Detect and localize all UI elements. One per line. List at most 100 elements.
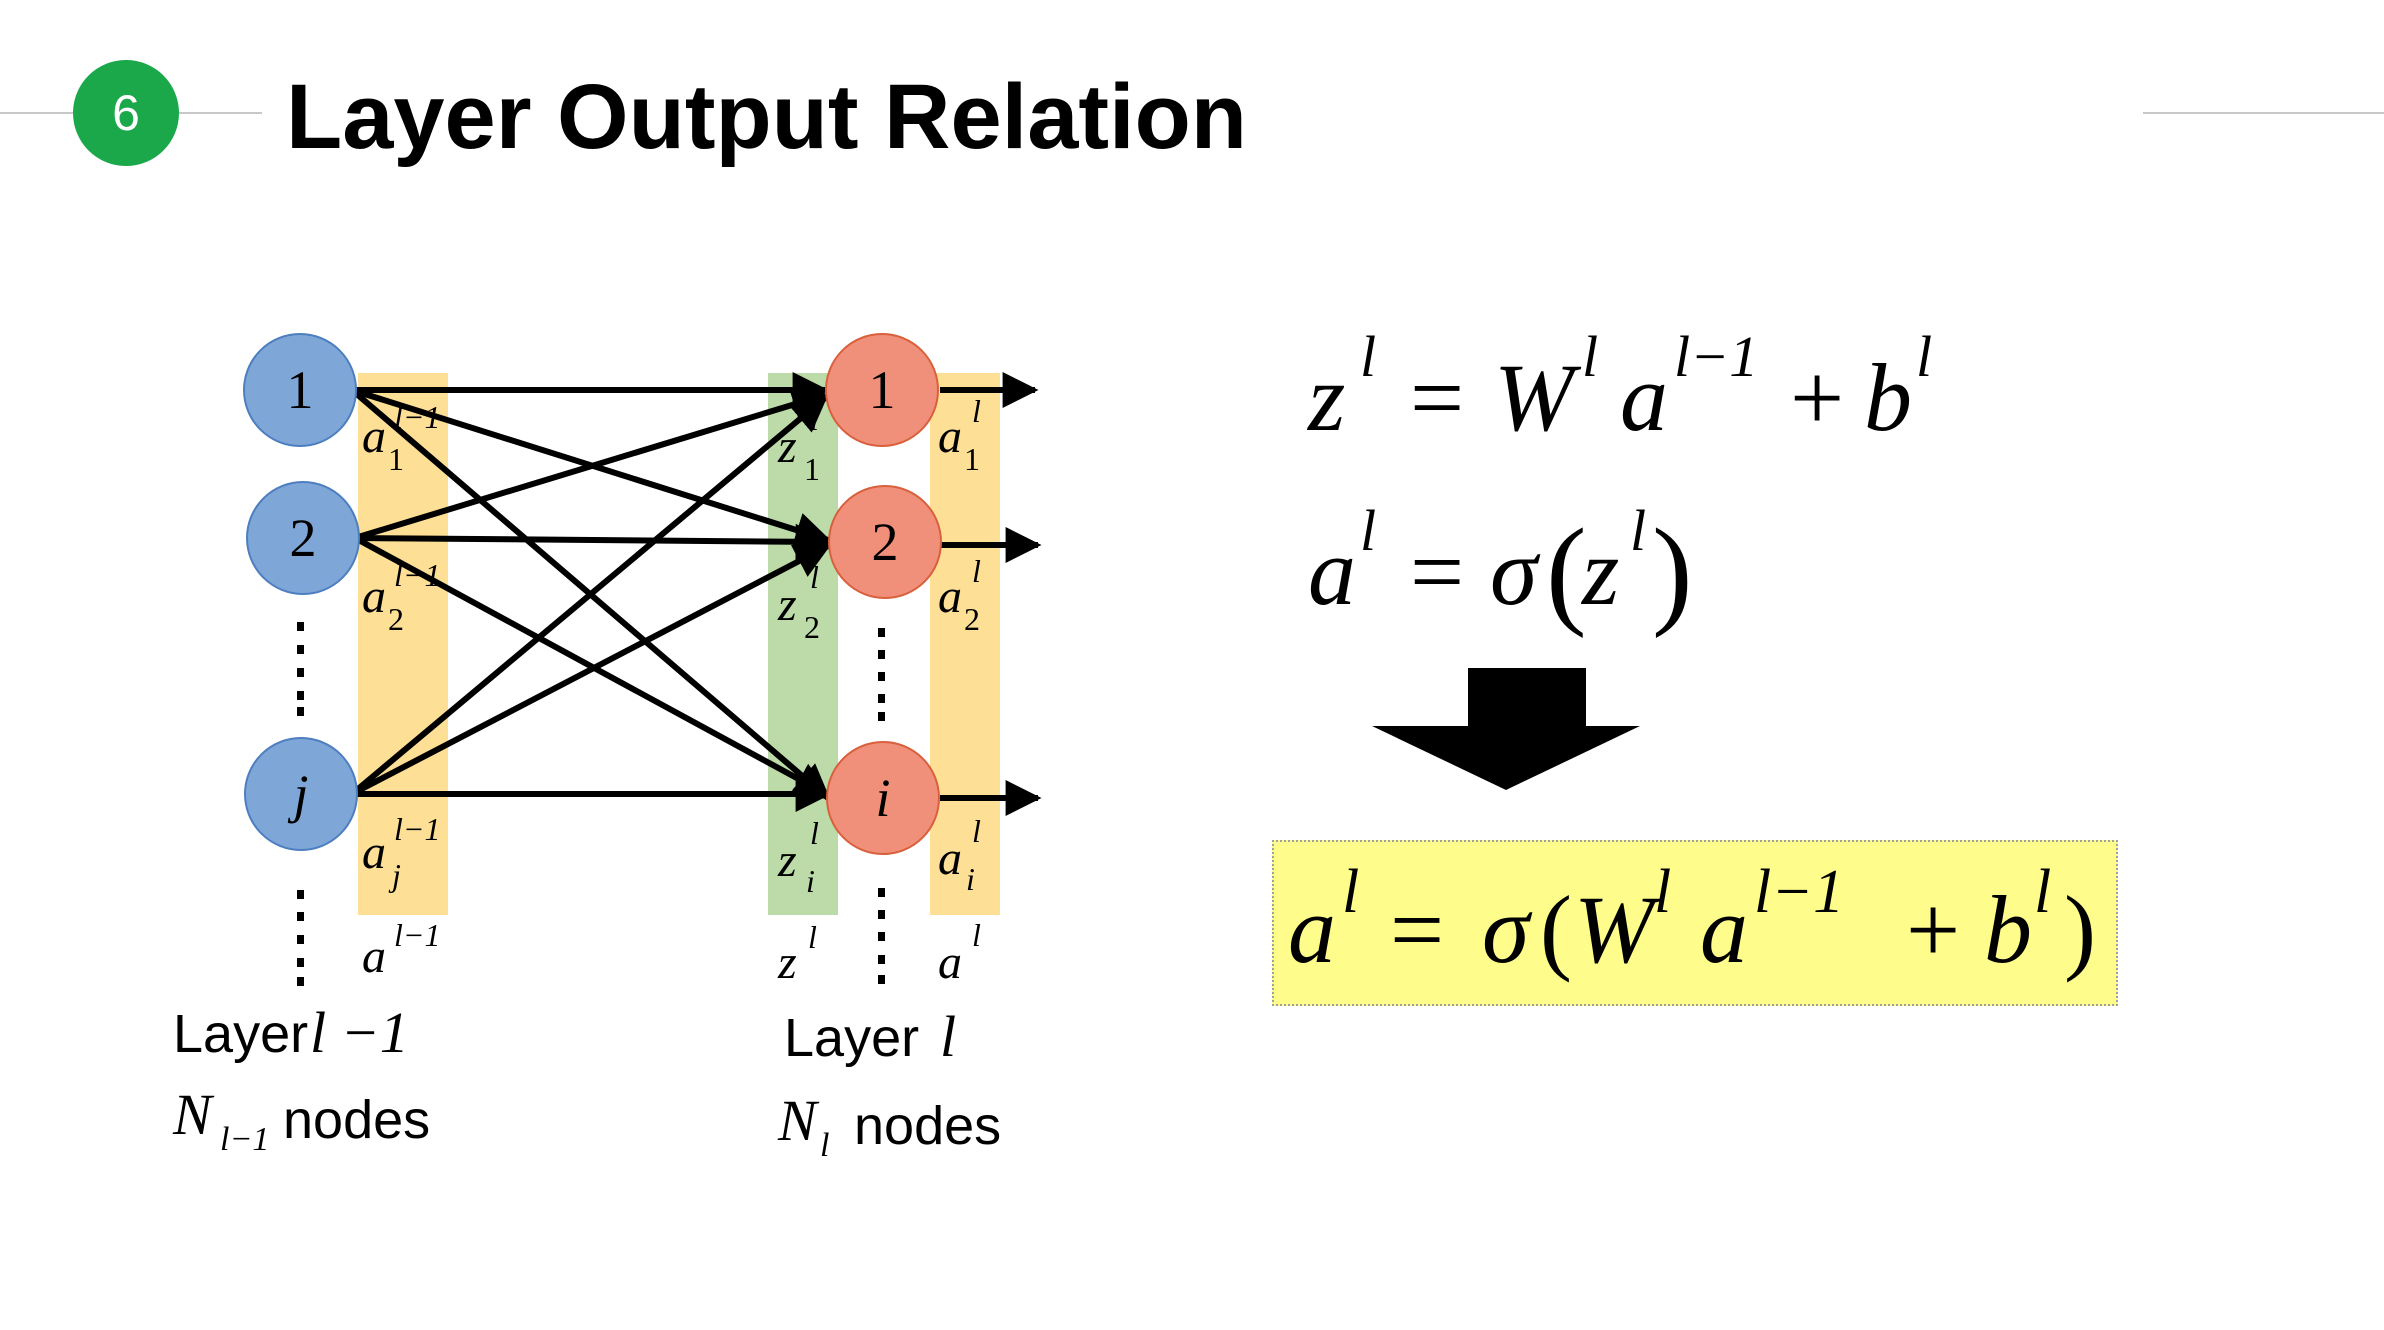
z-i-sup: l [810, 815, 819, 851]
output-z-band [768, 373, 838, 915]
output-a-label-2: a l 2 [938, 553, 981, 637]
output-layer-index: l [940, 1004, 956, 1069]
input-a-1: a [362, 410, 386, 463]
res-equals: = [1390, 876, 1444, 983]
output-a-vector-label: a l [938, 917, 981, 989]
res-a2-sup: l−1 [1754, 858, 1844, 926]
edge-2-1 [354, 387, 829, 541]
input-a-vector: a [362, 930, 386, 983]
res-close-paren: ) [2064, 876, 2096, 983]
eq1-a: a [1620, 344, 1668, 451]
down-arrow-icon [1372, 668, 1640, 790]
eq1-b: b [1864, 344, 1912, 451]
z-vector: z [777, 936, 797, 989]
input-activation-label-j: a l−1 j [362, 811, 440, 893]
out-a-1-sup: l [972, 393, 981, 429]
res-a: a [1288, 876, 1336, 983]
input-node-count: N l−1 nodes [172, 1082, 430, 1158]
eq1-z: z [1306, 344, 1345, 451]
z-2: z [777, 578, 797, 631]
res-b-sup: l [2034, 858, 2051, 926]
eq1-b-sup: l [1916, 324, 1932, 389]
res-W-sup: l [1654, 858, 1671, 926]
z-1: z [777, 420, 797, 473]
edge-j-2 [350, 543, 832, 797]
res-b: b [1984, 876, 2032, 983]
output-a-label-i: a l i [938, 813, 981, 897]
z-2-sup: l [810, 559, 819, 595]
input-a-j-sub: j [388, 857, 401, 893]
input-activation-label-2: a l−1 2 [362, 557, 440, 637]
output-layer-caption: Layer l [784, 1004, 956, 1069]
eq1-a-sup: l−1 [1674, 324, 1758, 389]
slide-number-badge: 6 [73, 60, 179, 166]
z-vector-label: z l [777, 919, 817, 989]
input-a-1-sub: 1 [388, 441, 404, 477]
edge-2-2 [354, 523, 832, 560]
output-node-count: N l nodes [777, 1088, 1001, 1164]
eq2-a-sup: l [1360, 498, 1376, 563]
eq1-equals: = [1410, 344, 1464, 451]
z-2-sub: 2 [804, 609, 820, 645]
out-a-i-sup: l [972, 813, 981, 849]
z-label-1: z l 1 [777, 401, 820, 487]
weight-connections [350, 372, 1042, 816]
eq2-z: z [1580, 518, 1619, 625]
res-sigma: σ [1482, 876, 1533, 983]
res-open-paren: ( [1540, 876, 1572, 983]
input-count-word: nodes [283, 1090, 430, 1150]
out-a-i: a [938, 832, 962, 885]
output-node-2-label: 2 [872, 512, 899, 572]
input-a-vector-sup: l−1 [394, 917, 440, 953]
output-activation-band [930, 373, 1000, 915]
out-a-1: a [938, 410, 962, 463]
input-a-2: a [362, 570, 386, 623]
z-i: z [777, 834, 797, 887]
eq1-z-sup: l [1360, 324, 1376, 389]
input-layer-word: Layer [173, 1004, 308, 1064]
header-rule-right [2143, 112, 2384, 114]
eq2-equals: = [1410, 518, 1464, 625]
out-a-2-sup: l [972, 553, 981, 589]
output-node-1-label: 1 [869, 360, 896, 420]
out-a-1-sub: 1 [964, 441, 980, 477]
output-node-1: 1 [825, 333, 939, 447]
input-node-j: j [244, 737, 358, 851]
out-a-vector: a [938, 936, 962, 989]
res-a2: a [1700, 876, 1748, 983]
result-equation-box [1272, 840, 2118, 1006]
out-a-2: a [938, 570, 962, 623]
eq2-open-paren: ( [1546, 504, 1587, 639]
z-vector-sup: l [808, 919, 817, 955]
input-node-j-label: j [287, 764, 308, 824]
input-node-2-label: 2 [290, 508, 317, 568]
input-a-2-sup: l−1 [394, 557, 440, 593]
input-count-subscript: l−1 [220, 1121, 269, 1158]
input-activation-vector-label: a l−1 [362, 917, 440, 983]
z-label-2: z l 2 [777, 559, 820, 645]
equation-weighted-input: z l = W l a l−1 + b l [1306, 324, 1932, 451]
output-count-subscript: l [820, 1127, 829, 1164]
input-node-1-label: 1 [287, 360, 314, 420]
input-layer-caption: Layer l −1 [173, 1000, 409, 1065]
out-a-vector-sup: l [972, 917, 981, 953]
input-activation-label-1: a l−1 1 [362, 399, 440, 477]
eq2-close-paren: ) [1652, 504, 1693, 639]
input-a-2-sub: 2 [388, 601, 404, 637]
z-1-sub: 1 [804, 451, 820, 487]
eq1-W-sup: l [1582, 324, 1598, 389]
z-label-i: z l i [777, 815, 819, 899]
z-1-sup: l [810, 401, 819, 437]
eq2-a: a [1308, 518, 1356, 625]
res-plus: + [1906, 876, 1960, 983]
z-i-sub: i [806, 863, 815, 899]
input-node-1: 1 [243, 333, 357, 447]
out-a-i-sub: i [966, 861, 975, 897]
output-node-2: 2 [828, 485, 942, 599]
input-a-j-sup: l−1 [394, 811, 440, 847]
output-a-label-1: a l 1 [938, 393, 981, 477]
eq1-plus: + [1790, 344, 1844, 451]
equation-activation: a l = σ ( z l ) [1308, 498, 1693, 639]
input-node-2: 2 [246, 481, 360, 595]
